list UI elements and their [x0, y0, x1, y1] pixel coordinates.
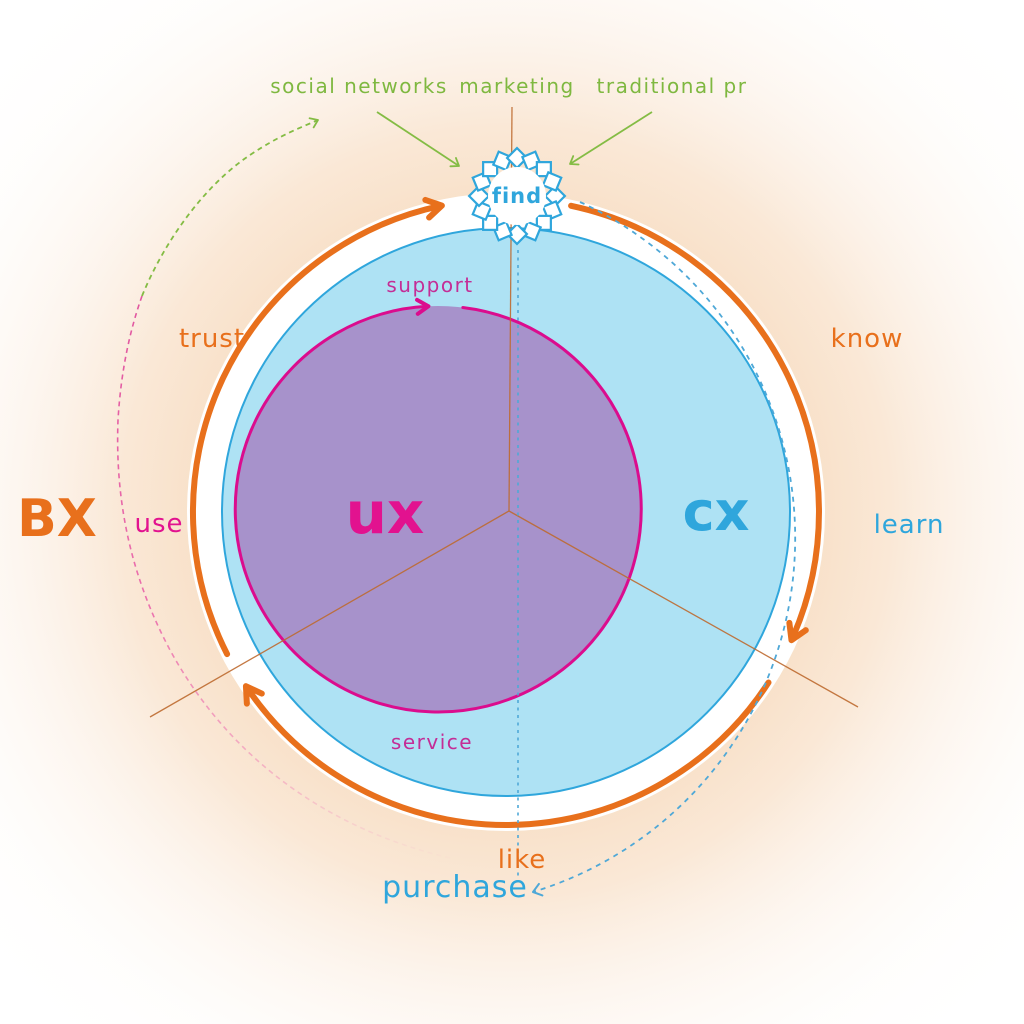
find-badge-inner-disc	[488, 167, 546, 225]
use-label: use	[134, 509, 183, 539]
marketing-label: marketing	[459, 74, 574, 98]
bx-ring	[189, 196, 822, 828]
support-label: support	[386, 273, 473, 297]
like-label: like	[498, 845, 547, 875]
bx-label: BX	[17, 489, 97, 549]
learn-label: learn	[874, 510, 945, 540]
ux-circle-stroke	[233, 297, 643, 714]
radial-line-right	[508, 510, 859, 708]
outer-arc-green-advocacy	[141, 117, 319, 297]
find-badge-diamonds	[467, 146, 567, 246]
find-badge-diamond	[491, 150, 514, 172]
traditional-pr-label: traditional pr	[597, 74, 748, 98]
ux-label: ux	[346, 479, 425, 547]
ux-circle	[233, 297, 643, 714]
find-badge-diamond	[505, 146, 529, 170]
trust-label: trust	[179, 324, 245, 354]
bx-ring-arc-left	[189, 196, 445, 658]
find-badge: find	[467, 146, 567, 246]
radial-line-left	[149, 510, 510, 718]
know-label: know	[831, 324, 904, 354]
social-networks-label: social networks	[270, 74, 448, 98]
find-badge-diamond	[543, 184, 567, 208]
ux-circle-fill	[235, 306, 641, 712]
bx-ring-arc-bottom	[242, 679, 772, 828]
purchase-label: purchase	[382, 870, 528, 905]
outer-arc-blue-find-to-purchase	[532, 201, 797, 897]
find-badge-diamond	[467, 184, 491, 208]
find-badge-diamond	[471, 199, 493, 222]
social-networks-arrow	[376, 111, 460, 168]
outer-arc-pink-use-trust	[116, 295, 451, 859]
traditional-pr-arrow	[569, 111, 653, 166]
find-badge-diamond	[520, 220, 543, 242]
service-label: service	[391, 730, 473, 754]
cx-label: cx	[683, 480, 750, 543]
find-badge-label: find	[492, 184, 542, 208]
find-badge-diamond	[505, 222, 529, 246]
find-badge-diamond	[541, 170, 563, 193]
bx-ring-arc-right	[568, 202, 822, 644]
